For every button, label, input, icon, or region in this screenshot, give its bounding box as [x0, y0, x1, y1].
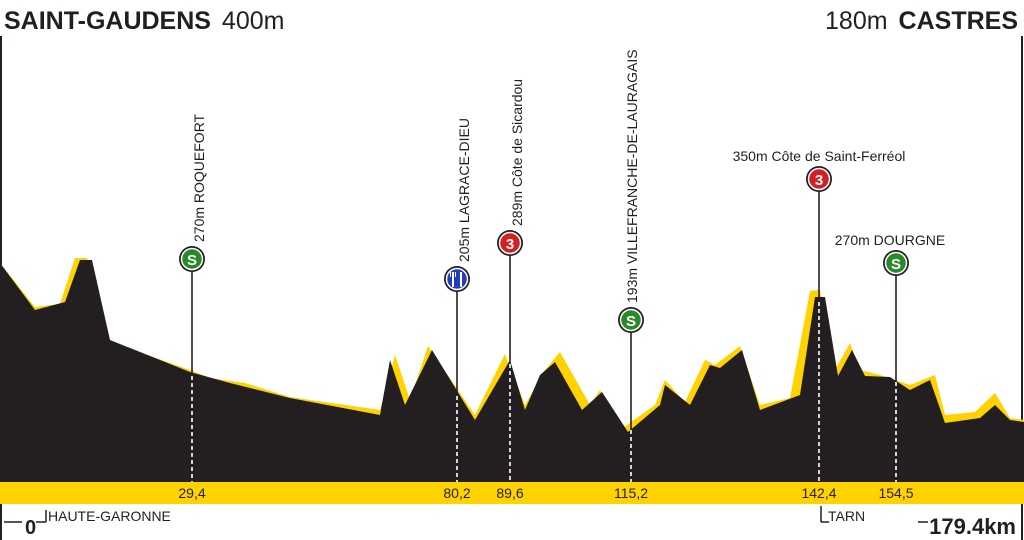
km-label: 142,4	[801, 485, 836, 501]
start-town: SAINT-GAUDENS	[4, 7, 211, 35]
marker-poles	[191, 192, 897, 482]
finish-town: CASTRES	[899, 7, 1018, 35]
svg-text:3: 3	[815, 172, 823, 189]
km-label: 80,2	[443, 485, 470, 501]
km-labels: 29,4 80,2 89,6 115,2 142,4 154,5	[178, 485, 913, 501]
climb-cat3-icon: 3	[497, 230, 523, 256]
start-altitude: 400m	[222, 7, 285, 35]
svg-text:S: S	[187, 252, 197, 269]
total-distance: 179.4km	[929, 514, 1016, 539]
svg-text:S: S	[626, 313, 636, 330]
department-end: TARN	[828, 508, 865, 524]
svg-text:180m CASTRES: 180m CASTRES	[825, 7, 1018, 35]
sprint-icon: S	[618, 307, 644, 333]
marker-label-roquefort: 270m ROQUEFORT	[191, 113, 207, 242]
feed-zone-icon	[444, 266, 470, 292]
start-km-zero: 0	[25, 517, 36, 539]
finish-altitude: 180m	[825, 7, 888, 35]
km-label: 89,6	[496, 485, 523, 501]
svg-text:SAINT-GAUDENS 400m: SAINT-GAUDENS 400m	[4, 7, 284, 35]
svg-text:S: S	[891, 256, 901, 273]
km-label: 29,4	[178, 485, 205, 501]
km-band	[0, 482, 1024, 504]
marker-label-cote-de-sicardou: 289m Côte de Sicardou	[509, 79, 525, 226]
sprint-icon: S	[883, 250, 909, 276]
terrain-profile	[0, 260, 1024, 482]
km-label: 115,2	[614, 485, 648, 501]
svg-text:3: 3	[506, 236, 514, 253]
sprint-icon: S	[179, 246, 205, 272]
marker-label-dourgne: 270m DOURGNE	[835, 232, 945, 248]
department-start: HAUTE-GARONNE	[48, 508, 171, 524]
marker-label-lagrace-dieu: 205m LAGRACE-DIEU	[456, 118, 472, 262]
km-label: 154,5	[878, 485, 913, 501]
marker-label-cote-de-saint-ferreol: 350m Côte de Saint-Ferréol	[733, 148, 906, 164]
climb-cat3-icon: 3	[806, 166, 832, 192]
marker-label-villefranche: 193m VILLEFRANCHE-DE-LAURAGAIS	[624, 49, 640, 303]
